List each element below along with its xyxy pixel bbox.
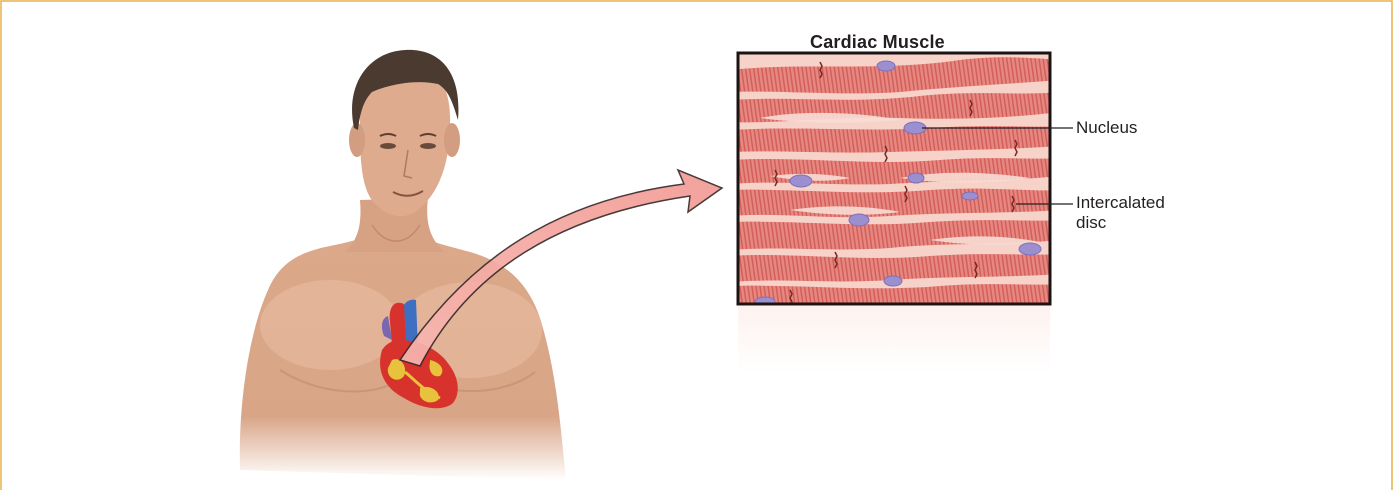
nucleus-label: Nucleus: [1076, 118, 1137, 138]
intercalated-disc-label: Intercalated disc: [1076, 193, 1196, 233]
human-figure: [240, 50, 566, 480]
figure-title: Cardiac Muscle: [810, 32, 945, 53]
cardiac-muscle-panel: [730, 53, 1060, 372]
heart-vessel-red: [390, 303, 406, 345]
chest-shade: [260, 280, 400, 370]
